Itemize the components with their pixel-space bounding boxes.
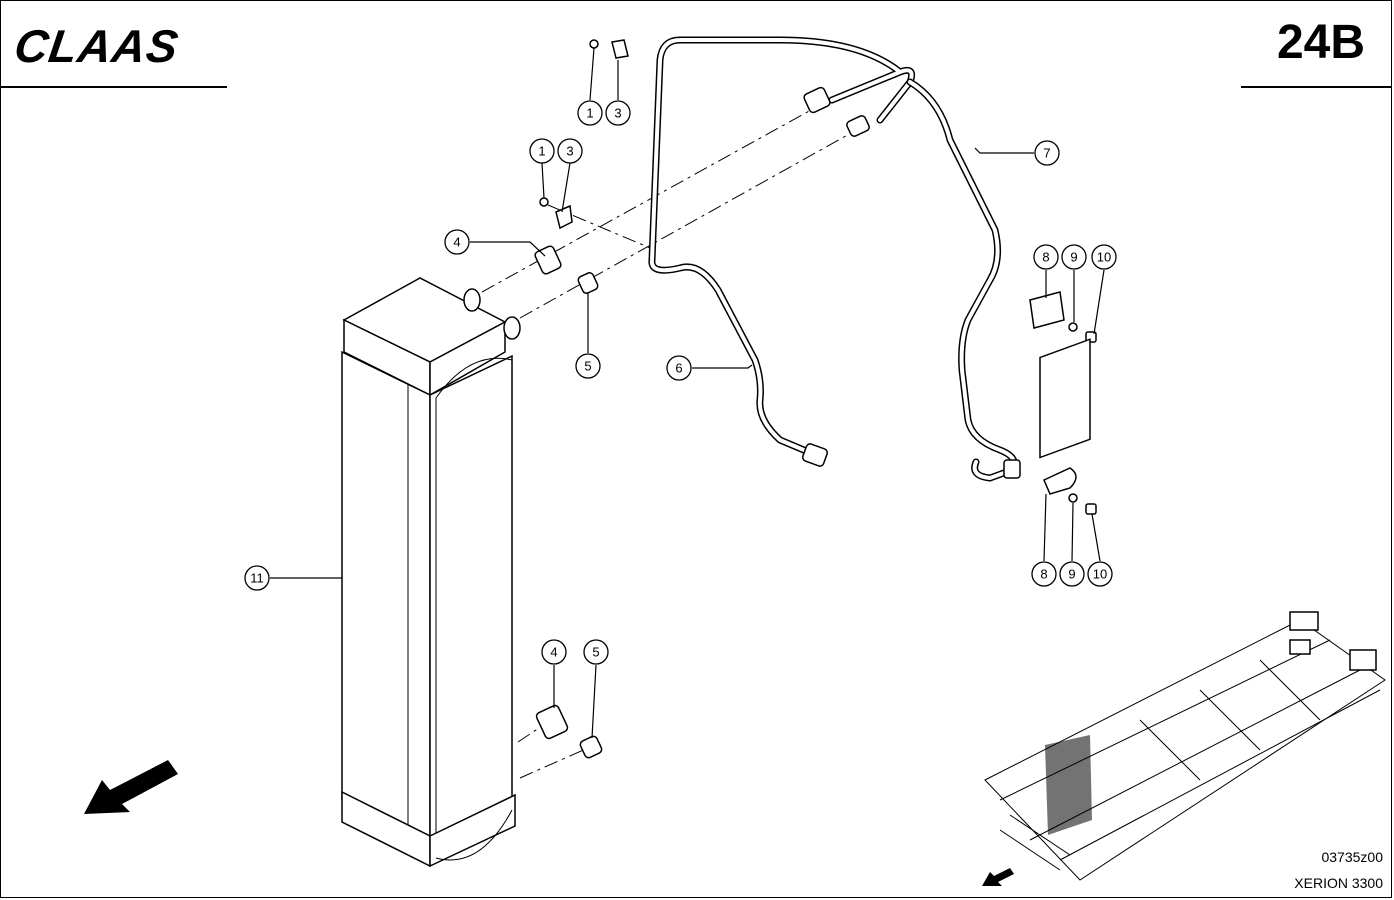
callout-6: 6 <box>666 355 692 381</box>
svg-text:9: 9 <box>1068 567 1075 582</box>
svg-text:1: 1 <box>586 106 593 121</box>
callout-10-bottom: 10 <box>1087 561 1113 587</box>
callout-1-mid: 1 <box>529 138 555 164</box>
callout-8-bottom: 8 <box>1031 561 1057 587</box>
svg-text:4: 4 <box>550 645 557 660</box>
callout-1-top: 1 <box>577 100 603 126</box>
svg-text:5: 5 <box>592 645 599 660</box>
assembly-centerlines <box>481 104 861 779</box>
header-rule-right <box>1241 86 1391 88</box>
model-name: XERION 3300 <box>1294 875 1383 891</box>
svg-text:9: 9 <box>1070 250 1077 265</box>
callout-3-top: 3 <box>605 100 631 126</box>
callout-7: 7 <box>1034 140 1060 166</box>
callout-10-top: 10 <box>1091 244 1117 270</box>
svg-text:8: 8 <box>1042 250 1049 265</box>
header-rule-left <box>1 86 227 88</box>
callout-9-bottom: 9 <box>1059 561 1085 587</box>
svg-text:1: 1 <box>538 144 545 159</box>
callout-4-bottom: 4 <box>541 639 567 665</box>
svg-text:3: 3 <box>614 106 621 121</box>
svg-text:4: 4 <box>453 235 460 250</box>
oil-cooler <box>341 277 521 868</box>
pipe-7 <box>906 78 1021 482</box>
svg-text:5: 5 <box>584 359 591 374</box>
chassis-inset <box>984 338 1386 881</box>
drawing-code: 03735z00 <box>1321 849 1383 865</box>
callout-3-mid: 3 <box>557 138 583 164</box>
hardware-parts <box>534 39 1097 759</box>
direction-arrow-inset <box>982 868 1014 886</box>
sheet-number: 24B <box>1276 16 1365 69</box>
svg-text:3: 3 <box>566 144 573 159</box>
callout-11: 11 <box>244 565 270 591</box>
callout-4-top: 4 <box>444 229 470 255</box>
svg-text:10: 10 <box>1093 567 1107 582</box>
leader-lines <box>270 47 1105 739</box>
svg-text:7: 7 <box>1043 146 1050 161</box>
callout-9-top: 9 <box>1061 244 1087 270</box>
svg-text:6: 6 <box>675 361 682 376</box>
callout-5-top: 5 <box>575 353 601 379</box>
svg-text:10: 10 <box>1097 250 1111 265</box>
direction-arrow-main <box>84 760 178 814</box>
pipe-6 <box>648 36 916 467</box>
callout-8-top: 8 <box>1033 244 1059 270</box>
svg-text:11: 11 <box>250 571 264 586</box>
callout-5-bottom: 5 <box>583 639 609 665</box>
svg-text:8: 8 <box>1040 567 1047 582</box>
